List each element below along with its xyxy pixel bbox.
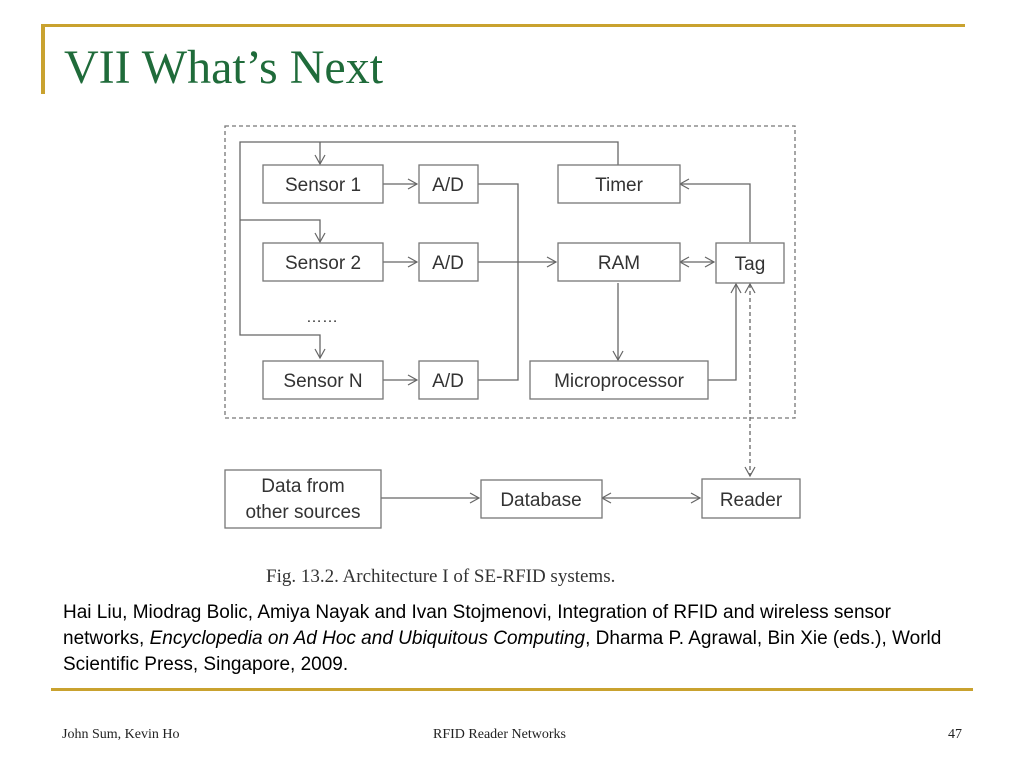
sensor2-label: Sensor 2 [285, 253, 361, 274]
sensor1-label: Sensor 1 [285, 175, 361, 196]
ad1-bus-line [478, 183, 519, 381]
tag-box [715, 242, 785, 284]
microprocessor-label: Microprocessor [554, 371, 685, 392]
microprocessor-box [529, 360, 709, 400]
sensorN-label: Sensor N [283, 371, 362, 392]
timer-to-sensors-line [239, 141, 619, 360]
ram-box [557, 242, 681, 282]
database-label: Database [500, 490, 581, 511]
adN-box [418, 360, 479, 400]
sensor1-box [262, 164, 384, 204]
data-sources-box [224, 469, 382, 529]
figure-caption: Fig. 13.2. Architecture I of SE-RFID sys… [266, 566, 616, 587]
accent-bottom-rule [51, 688, 973, 691]
sensor-tag-boundary [224, 125, 796, 419]
architecture-diagram: Sensor 1 Sensor 2 Sensor N A/D A/D A/D T… [224, 125, 801, 529]
citation-book-title: Encyclopedia on Ad Hoc and Ubiquitous Co… [149, 628, 586, 649]
ad2-box [418, 242, 479, 282]
citation: Hai Liu, Miodrag Bolic, Amiya Nayak and … [63, 600, 963, 678]
data-sources-label-line1: Data from [261, 476, 344, 497]
sensor-ellipsis: …… [306, 309, 338, 326]
ad1-label: A/D [432, 175, 464, 196]
footer-authors: John Sum, Kevin Ho [62, 727, 180, 742]
microprocessor-to-tag-arrow [708, 282, 742, 381]
data-sources-label-line2: other sources [245, 502, 360, 523]
sensorN-box [262, 360, 384, 400]
slide-title: VII What’s Next [64, 41, 384, 94]
page-number: 47 [948, 727, 962, 742]
accent-vertical-rule [41, 24, 45, 94]
sensor2-box [262, 242, 384, 282]
reader-box [701, 478, 801, 519]
timer-box [557, 164, 681, 204]
tag-label: Tag [735, 254, 766, 275]
ad1-box [418, 164, 479, 204]
ad2-label: A/D [432, 253, 464, 274]
database-box [480, 479, 603, 519]
timer-to-sensor2-arrow [240, 219, 326, 244]
citation-authors-title: Hai Liu, Miodrag Bolic, Amiya Nayak and … [63, 602, 891, 649]
reader-label: Reader [720, 490, 783, 511]
footer-course: RFID Reader Networks [433, 727, 566, 742]
accent-top-rule [41, 24, 965, 27]
timer-label: Timer [595, 175, 644, 196]
ram-label: RAM [598, 253, 640, 274]
tag-to-timer-arrow [678, 178, 751, 242]
adN-label: A/D [432, 371, 464, 392]
citation-publication: , Dharma P. Agrawal, Bin Xie (eds.), Wor… [63, 628, 942, 675]
